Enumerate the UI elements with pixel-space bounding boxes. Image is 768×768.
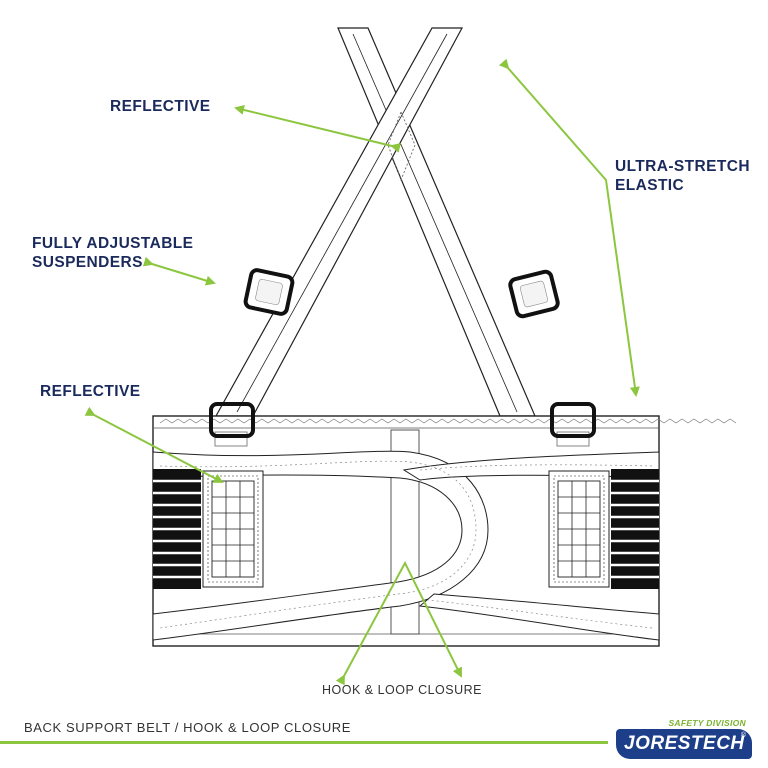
callout-reflective-left: REFLECTIVE — [40, 383, 141, 400]
brand-badge: JORESTECH ® — [616, 729, 752, 759]
callout-suspenders-line2: SUSPENDERS — [32, 254, 143, 271]
reflective-panel-right — [548, 470, 610, 588]
belt-stitching — [159, 460, 653, 629]
reflective-cross-patch — [387, 110, 416, 182]
arrow-reflective-top — [234, 105, 401, 153]
suspender-strap-left — [337, 27, 536, 417]
callout-arrows — [84, 58, 640, 686]
arrow-suspenders — [142, 256, 216, 286]
callout-elastic-line2: ELASTIC — [615, 177, 685, 194]
brand-name: JORESTECH — [624, 733, 745, 754]
callout-elastic-line1: ULTRA-STRETCH — [615, 158, 750, 175]
brand-logo: SAFETY DIVISION JORESTECH ® — [616, 718, 752, 762]
elastic-panel-right — [611, 469, 659, 589]
elastic-panel-left — [153, 469, 201, 589]
arrow-closure — [335, 560, 462, 686]
brand-division-label: SAFETY DIVISION — [668, 718, 746, 728]
callout-elastic: ULTRA-STRETCH ELASTIC — [615, 157, 750, 195]
callout-suspenders-line1: FULLY ADJUSTABLE — [32, 235, 194, 252]
callout-suspenders: FULLY ADJUSTABLE SUSPENDERS — [32, 234, 193, 272]
strap-buckle-right — [508, 269, 560, 319]
belt-buckle-right — [550, 402, 596, 447]
brand-registered-mark: ® — [740, 732, 746, 739]
footer-caption: BACK SUPPORT BELT / HOOK & LOOP CLOSURE — [24, 720, 352, 735]
strap-buckle-left — [243, 268, 295, 316]
callout-hook-loop-closure: HOOK & LOOP CLOSURE — [322, 683, 483, 697]
callout-reflective-top: REFLECTIVE — [110, 98, 211, 115]
arrow-elastic — [498, 58, 640, 397]
arrow-reflective-left — [84, 406, 224, 483]
footer-divider — [0, 741, 608, 744]
reflective-panel-left — [202, 470, 264, 588]
